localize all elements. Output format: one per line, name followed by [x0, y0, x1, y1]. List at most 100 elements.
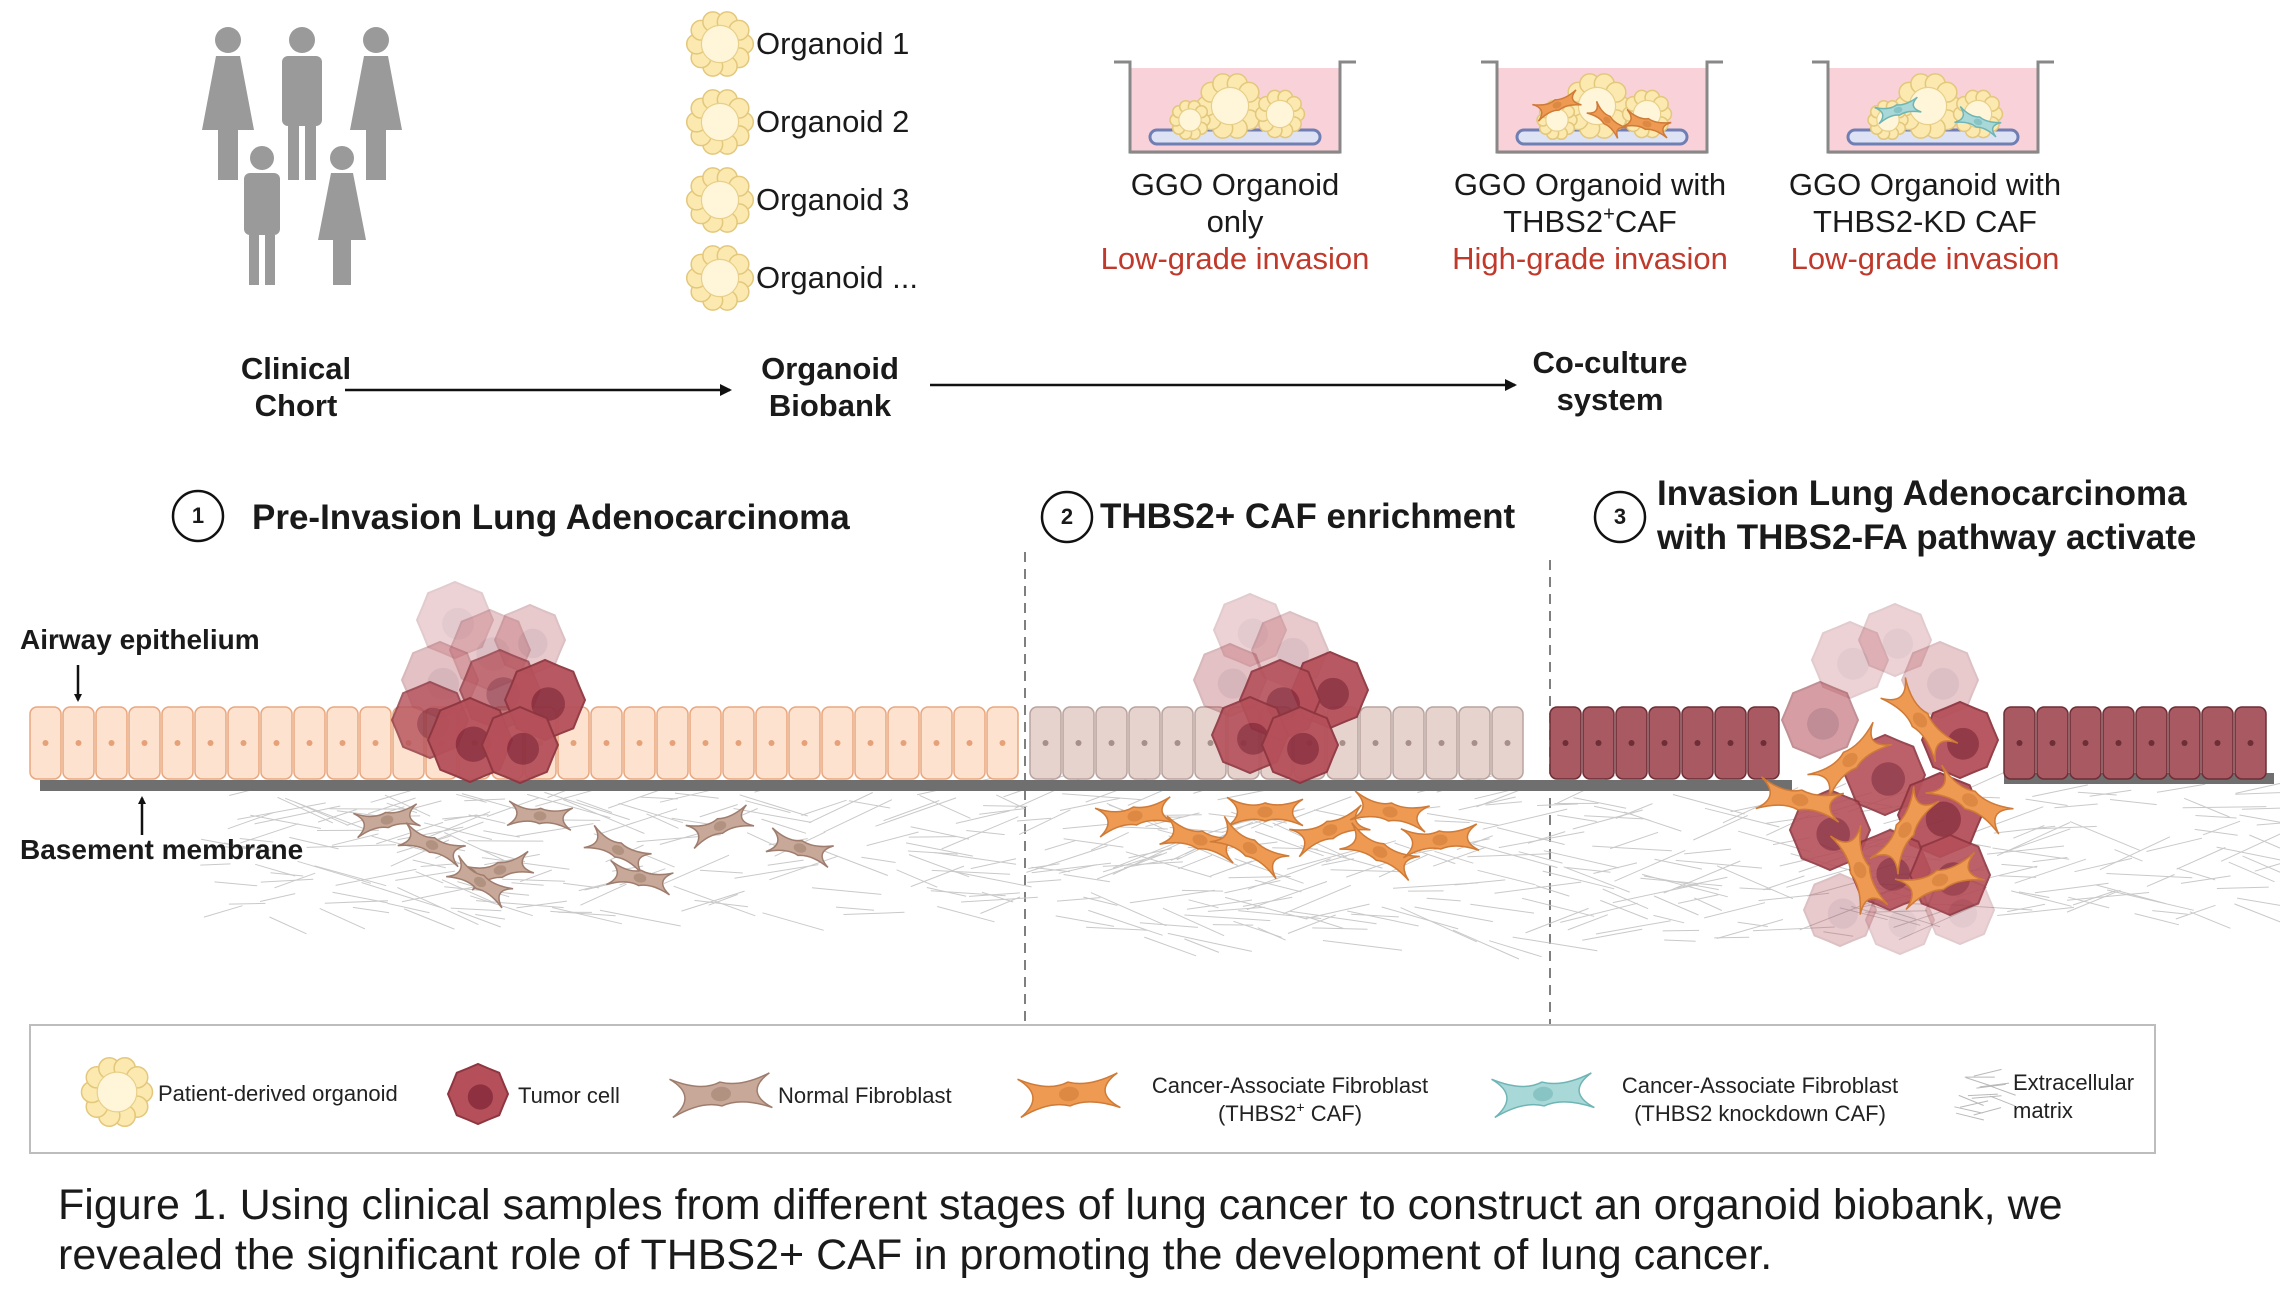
- epithelial-cell: [689, 706, 722, 780]
- legend-ecm-line1: Extracellular: [2013, 1070, 2135, 1095]
- legend-caf-line2-sup: +: [1296, 1100, 1305, 1117]
- epithelial-cell: [2003, 706, 2036, 780]
- stage-2-number-circle: [1040, 490, 1094, 544]
- epithelial-cell: [62, 706, 95, 780]
- clinical-label-line1: Clinical: [240, 351, 352, 386]
- well-1-line1: GGO Organoid: [1130, 167, 1340, 202]
- stage-3-number-circle: [1593, 490, 1647, 544]
- epithelial-cell: [953, 706, 986, 780]
- epithelial-cell: [590, 706, 623, 780]
- tumor-cell-icon: [446, 1062, 510, 1126]
- legend-caf-line2-pre: (THBS2: [1217, 1101, 1297, 1126]
- organoid-icon: [1169, 99, 1211, 141]
- well-2-line2-sup: +: [1603, 203, 1615, 226]
- epithelial-cell: [1648, 706, 1681, 780]
- person-icon: [244, 146, 280, 285]
- legend-caf-label: Cancer-Associate Fibroblast (THBS2+ CAF): [1130, 1072, 1450, 1128]
- organoid-icon: [80, 1056, 154, 1128]
- epithelial-cell: [2069, 706, 2102, 780]
- organoid-stack: [685, 11, 755, 311]
- epithelial-cell: [2036, 706, 2069, 780]
- fibroblast-icon: [1954, 106, 2002, 138]
- epithelial-cell: [1128, 706, 1161, 780]
- culture-well-icon: [1481, 60, 1723, 154]
- stage-1-title: Pre-Invasion Lung Adenocarcinoma: [252, 498, 850, 537]
- fibroblast-icon: [1339, 822, 1420, 881]
- fibroblast-icon: [606, 859, 674, 896]
- epithelial-cell: [2168, 706, 2201, 780]
- epithelial-cell: [788, 706, 821, 780]
- fibroblast-icon: [685, 804, 755, 850]
- tumor-cell-icon: [480, 705, 560, 785]
- person-icon: [350, 27, 402, 180]
- epithelial-cell: [656, 706, 689, 780]
- tumor-cell-icon: [1780, 680, 1860, 760]
- epithelial-cell: [2135, 706, 2168, 780]
- stage-3-number: 3: [1613, 504, 1627, 529]
- tumor-cell-icon: [1924, 874, 1996, 946]
- legend-ecm-label: Extracellular matrix: [2013, 1069, 2134, 1125]
- well-2-line2-pre: THBS2: [1503, 204, 1604, 239]
- fibroblasts: [353, 790, 1480, 909]
- epithelial-cell: [1714, 706, 1747, 780]
- epithelial-cell: [29, 706, 62, 780]
- tumor-cell-icon: [1920, 700, 2000, 780]
- fibroblast-icon: [1755, 776, 1845, 823]
- legend-caf-line2-post: CAF): [1304, 1101, 1363, 1126]
- fibroblast-icon: [1829, 824, 1889, 915]
- fibroblast-icon: [1880, 677, 1959, 763]
- airway-epithelium: [29, 706, 2267, 780]
- epithelial-cell: [986, 706, 1019, 780]
- epithelial-cell: [1359, 706, 1392, 780]
- fibroblast-icon: [1894, 851, 1985, 911]
- tumor-clusters: [390, 580, 2014, 956]
- epithelial-cell: [1458, 706, 1491, 780]
- epithelial-cell: [1392, 706, 1425, 780]
- clinical-label-line2: Chort: [254, 388, 338, 423]
- epithelial-cell: [1029, 706, 1062, 780]
- organoid-label-4: Organoid ...: [756, 260, 918, 295]
- well-2-result: High-grade invasion: [1452, 241, 1728, 276]
- fibroblast-icon: [1289, 804, 1371, 858]
- epithelial-cell: [128, 706, 161, 780]
- organoid-label-1: Organoid 1: [756, 26, 910, 61]
- tumor-cell-icon: [1900, 640, 1980, 720]
- caption-line2: revealed the significant role of THBS2+ …: [58, 1231, 1773, 1279]
- stage-2-title: THBS2+ CAF enrichment: [1100, 497, 1516, 536]
- fibroblast-icon: [1017, 1072, 1121, 1119]
- epithelial-cell: [1549, 706, 1582, 780]
- organoid-icon: [685, 167, 755, 233]
- coculture-label-line2: system: [1556, 382, 1664, 417]
- epithelial-cell: [1062, 706, 1095, 780]
- coculture-system-label: Co-culture system: [1510, 344, 1710, 418]
- well-1-caption: GGO Organoid only Low-grade invasion: [1080, 166, 1390, 277]
- tumor-cell-icon: [1212, 592, 1288, 668]
- fibroblast-icon: [1925, 764, 2014, 835]
- coculture-label-line1: Co-culture: [1532, 345, 1688, 380]
- epithelial-cell: [161, 706, 194, 780]
- figure-caption: Figure 1. Using clinical samples from di…: [58, 1180, 2063, 1280]
- organoid-label-3: Organoid 3: [756, 182, 910, 217]
- tumor-cell-icon: [503, 658, 587, 742]
- fibroblast-icon: [1532, 89, 1582, 122]
- organoid-icon: [1254, 89, 1306, 139]
- legend-icons: [80, 1056, 2016, 1128]
- epithelial-cell: [293, 706, 326, 780]
- extracellular-matrix-icon: [1954, 1068, 2016, 1121]
- epithelial-cell: [623, 706, 656, 780]
- organoid-icon: [1195, 73, 1265, 139]
- fibroblast-icon: [1491, 1072, 1595, 1119]
- epithelial-cell: [1681, 706, 1714, 780]
- fibroblast-icon: [1226, 796, 1304, 828]
- person-icon: [282, 27, 322, 180]
- legend-kd-caf-label: Cancer-Associate Fibroblast (THBS2 knock…: [1600, 1072, 1920, 1128]
- legend-kd-line1: Cancer-Associate Fibroblast: [1621, 1073, 1899, 1098]
- fibroblast-icon: [506, 800, 574, 831]
- culture-well-icon: [1114, 60, 1356, 154]
- legend-caf-line1: Cancer-Associate Fibroblast: [1151, 1073, 1429, 1098]
- epithelial-cell: [1615, 706, 1648, 780]
- stage-3-title: Invasion Lung Adenocarcinoma with THBS2-…: [1657, 472, 2196, 560]
- fibroblast-icon: [669, 1072, 773, 1119]
- epithelial-cell: [1425, 706, 1458, 780]
